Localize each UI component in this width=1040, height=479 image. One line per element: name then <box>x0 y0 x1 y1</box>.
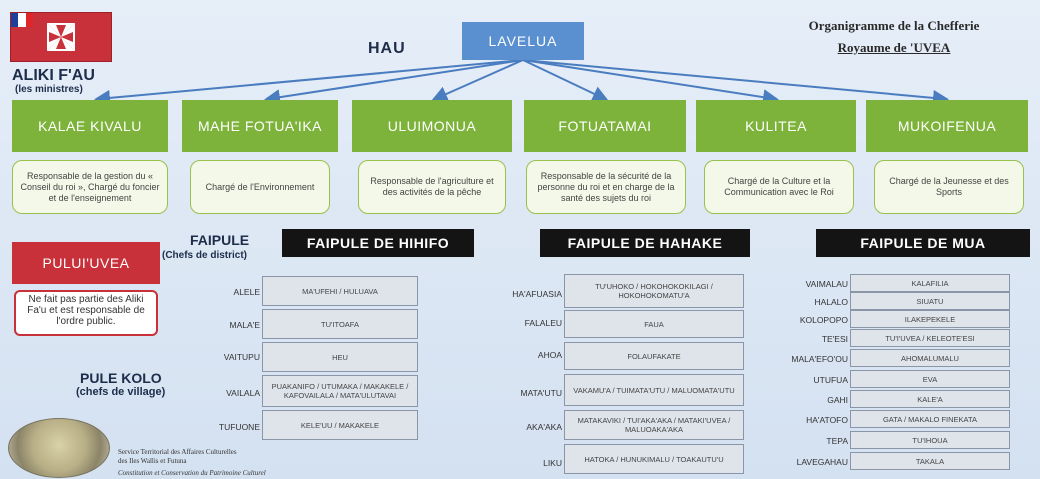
village-label: VAITUPU <box>223 352 260 362</box>
village-chiefs: MATAKAVIKI / TUI'AKA'AKA / MATAKI'UVEA /… <box>564 410 744 440</box>
minister-box: MUKOIFENUA <box>866 100 1028 152</box>
village-chiefs: PUAKANIFO / UTUMAKA / MAKAKELE / KAFOVAI… <box>262 375 418 407</box>
village-label: FALALEU <box>524 318 562 328</box>
village-chiefs: KELE'UU / MAKAKELE <box>262 410 418 440</box>
village-label: AKA'AKA <box>526 422 562 432</box>
org-subtitle: Royaume de 'UVEA <box>837 40 951 55</box>
village-chiefs: FAUA <box>564 310 744 338</box>
cross-icon <box>47 23 75 51</box>
village-chiefs: KALE'A <box>850 390 1010 408</box>
minister-description: Responsable de l'agriculture et des acti… <box>358 160 506 214</box>
aliki-subtitle: (les ministres) <box>15 84 83 95</box>
village-label: HA'AFUASIA <box>512 289 562 299</box>
village-label: KOLOPOPO <box>799 315 848 325</box>
village-label: MALA'EFO'OU <box>791 354 848 364</box>
village-label: TEPA <box>826 436 848 446</box>
village-chiefs: VAKAMU'A / TUIMATA'UTU / MALUOMATA'UTU <box>564 374 744 406</box>
minister-description: Chargé de la Culture et la Communication… <box>704 160 854 214</box>
hau-label: HAU <box>368 40 406 57</box>
minister-description: Responsable de la sécurité de la personn… <box>526 160 686 214</box>
village-chiefs: EVA <box>850 370 1010 388</box>
service-seal-logo <box>8 418 110 478</box>
district-header-mua: FAIPULE DE MUA <box>816 229 1030 257</box>
village-chiefs: GATA / MAKALO FINEKATA <box>850 410 1010 428</box>
village-label: HALALO <box>814 297 848 307</box>
village-label: VAIMALAU <box>805 279 848 289</box>
village-label: LAVEGAHAU <box>796 457 848 467</box>
french-tricolor <box>11 13 33 27</box>
village-label: TUFUONE <box>218 422 260 432</box>
pule-kolo-subtitle: (chefs de village) <box>76 386 166 398</box>
village-chiefs: TU'ITOAFA <box>262 309 418 339</box>
district-header-hahake: FAIPULE DE HAHAKE <box>540 229 750 257</box>
pului-uvea-note: Ne fait pas partie des Aliki Fa'u et est… <box>14 290 158 336</box>
wallis-flag <box>10 12 112 62</box>
village-label: MALA'E <box>229 320 260 330</box>
village-chiefs: AHOMALUMALU <box>850 349 1010 367</box>
village-label: GAHI <box>827 395 848 405</box>
village-chiefs: ILAKEPEKELE <box>850 310 1010 328</box>
village-chiefs: MA'UFEHI / HULUAVA <box>262 276 418 306</box>
village-chiefs: HEU <box>262 342 418 372</box>
village-label: LIKU <box>543 458 562 468</box>
org-title: Organigramme de la Chefferie <box>808 18 980 33</box>
footer-line3: Constitution et Conservation du Patrimoi… <box>118 469 266 477</box>
footer-line1: Service Territorial des Affaires Culture… <box>118 448 237 456</box>
village-chiefs: TAKALA <box>850 452 1010 470</box>
minister-box: KALAE KIVALU <box>12 100 168 152</box>
district-header-hihifo: FAIPULE DE HIHIFO <box>282 229 474 257</box>
minister-box: MAHE FOTUA'IKA <box>182 100 338 152</box>
village-label: TE'ESI <box>821 334 848 344</box>
minister-box: ULUIMONUA <box>352 100 512 152</box>
minister-box: FOTUATAMAI <box>524 100 686 152</box>
village-chiefs: TU'UHOKO / HOKOHOKOKILAGI / HOKOHOKOMATU… <box>564 274 744 308</box>
faipule-subtitle: (Chefs de district) <box>162 250 248 261</box>
village-chiefs: TU'IHOUA <box>850 431 1010 449</box>
lavelua-box: LAVELUA <box>462 22 584 60</box>
pule-kolo-title: PULE KOLO <box>80 370 162 386</box>
faipule-title: FAIPULE <box>190 232 250 248</box>
footer-line2: des Iles Wallis et Futuna <box>118 457 187 465</box>
village-chiefs: TU'I'UVEA / KELEOTE'ESI <box>850 329 1010 347</box>
village-label: MATA'UTU <box>520 388 562 398</box>
village-label: UTUFUA <box>813 375 848 385</box>
minister-description: Responsable de la gestion du « Conseil d… <box>12 160 168 214</box>
village-label: VAILALA <box>226 388 260 398</box>
minister-description: Chargé de la Jeunesse et des Sports <box>874 160 1024 214</box>
aliki-title: ALIKI F'AU <box>12 67 95 84</box>
minister-description: Chargé de l'Environnement <box>190 160 330 214</box>
village-label: AHOA <box>537 350 562 360</box>
village-label: HA'ATOFO <box>806 415 848 425</box>
village-chiefs: SIUATU <box>850 292 1010 310</box>
pului-uvea-box: PULUI'UVEA <box>12 242 160 284</box>
village-chiefs: HATOKA / HUNUKIMALU / TOAKAUTU'U <box>564 444 744 474</box>
minister-box: KULITEA <box>696 100 856 152</box>
village-chiefs: FOLAUFAKATE <box>564 342 744 370</box>
village-label: ALELE <box>233 287 260 297</box>
village-chiefs: KALAFILIA <box>850 274 1010 292</box>
